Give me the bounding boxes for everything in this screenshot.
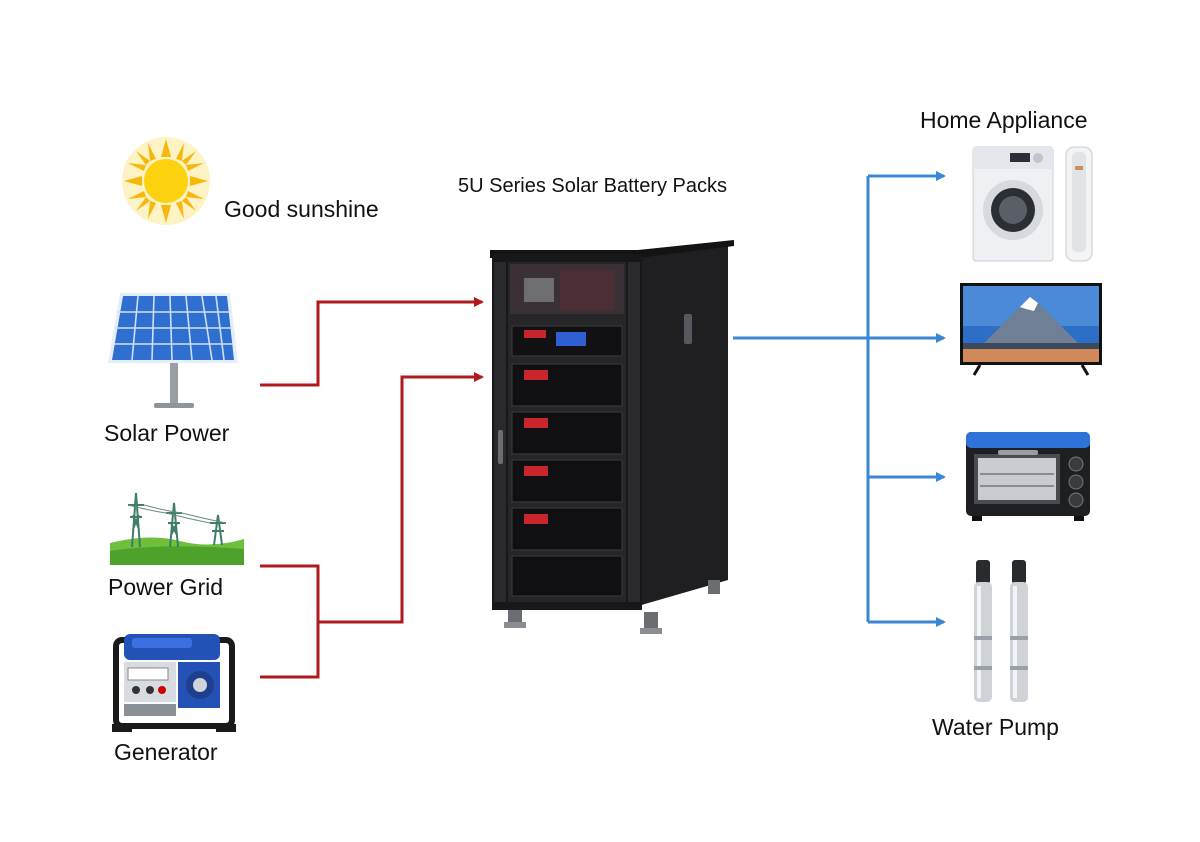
washing-machine-icon — [972, 146, 1054, 262]
generator-icon — [112, 634, 236, 732]
input-lines — [260, 297, 484, 679]
sunshine-label: Good sunshine — [224, 196, 379, 222]
water-pump-icon — [974, 560, 1028, 702]
battery-cabinet-icon — [490, 240, 734, 634]
solar-panel-icon — [108, 293, 238, 408]
home-appliance-label: Home Appliance — [920, 107, 1088, 133]
water-pump-label: Water Pump — [932, 714, 1059, 740]
grid-generator-merge-line — [318, 372, 484, 624]
solar-power-label: Solar Power — [104, 420, 230, 446]
tv-icon — [960, 283, 1102, 376]
air-conditioner-icon — [1065, 146, 1093, 262]
oven-icon — [966, 432, 1090, 521]
sun-icon — [122, 137, 210, 225]
generator-label: Generator — [114, 739, 218, 765]
grid-input-line — [260, 564, 320, 679]
title: 5U Series Solar Battery Packs — [458, 175, 727, 197]
power-grid-icon — [110, 492, 244, 565]
output-lines — [733, 171, 946, 627]
battery-modules — [511, 363, 623, 597]
solar-input-line — [260, 297, 484, 387]
power-grid-label: Power Grid — [108, 574, 224, 600]
